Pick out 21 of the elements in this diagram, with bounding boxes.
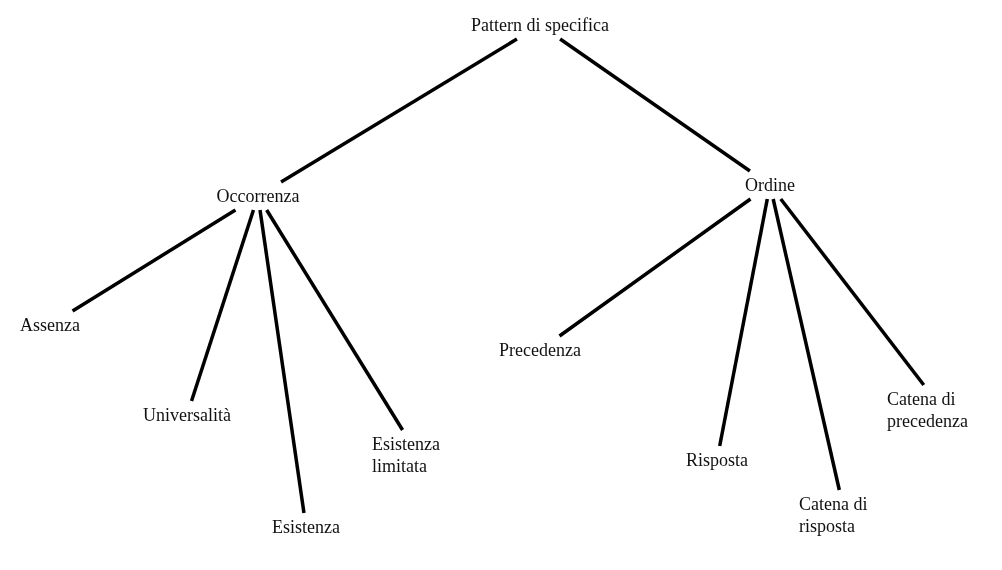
connector-line: [265, 209, 405, 431]
tree-node-label: Catena di precedenza: [887, 388, 999, 432]
connector-line: [280, 37, 518, 184]
tree-node-label: Precedenza: [499, 339, 581, 361]
tree-node-label: Ordine: [745, 174, 795, 196]
tree-node-label: Occorrenza: [216, 185, 300, 207]
connector-line: [718, 198, 769, 447]
connector-line: [189, 209, 256, 402]
tree-node-label: Risposta: [686, 449, 748, 471]
tree-node-label: Assenza: [20, 314, 80, 336]
connector-line: [771, 198, 842, 491]
connector-line: [71, 208, 237, 313]
tree-node-label: Esistenza: [272, 516, 340, 538]
connector-line: [559, 37, 751, 173]
tree-node-label: Universalità: [143, 404, 231, 426]
tree-node-label: Catena di risposta: [799, 493, 891, 537]
connector-line: [258, 209, 306, 514]
tree-node-label: Pattern di specifica: [471, 14, 609, 36]
connector-line: [779, 197, 926, 387]
tree-node-label: Esistenza limitata: [372, 433, 464, 477]
connector-line: [558, 197, 752, 338]
